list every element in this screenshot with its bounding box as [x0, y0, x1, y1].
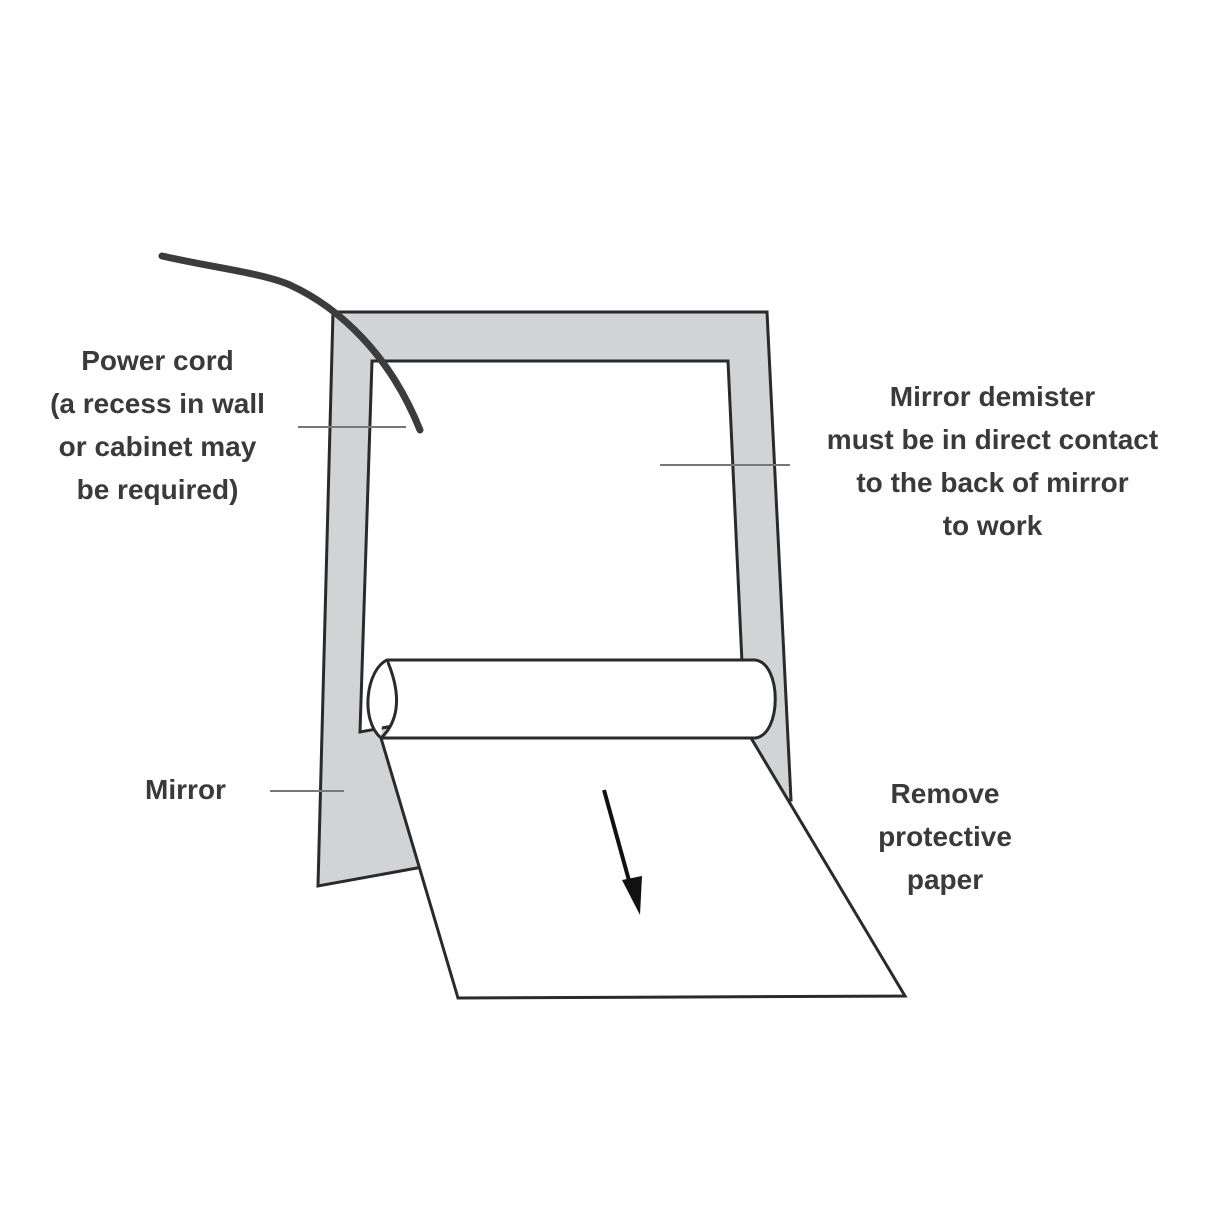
power-cord-label-line: (a recess in wall: [50, 388, 265, 419]
mirror-demister-label-line: Mirror demister: [889, 381, 1096, 412]
remove-paper-label-line: Remove: [890, 778, 1000, 809]
paper-roll-end-curl: [366, 658, 388, 740]
pull-direction-arrow-shaft: [602, 789, 635, 896]
power-cord-label-line: be required): [76, 474, 239, 505]
mirror-demister-label-line: to the back of mirror: [856, 467, 1129, 498]
remove-paper-label: Remove protective paper: [840, 772, 1050, 901]
power-cord-label-line: or cabinet may: [58, 431, 257, 462]
mirror-demister-label-line: must be in direct contact: [826, 424, 1159, 455]
power-cord: [158, 252, 424, 434]
remove-paper-label-line: paper: [906, 864, 984, 895]
paper-roll: [379, 658, 777, 740]
remove-paper-label-line: protective: [878, 821, 1012, 852]
mirror-demister-label: Mirror demister must be in direct contac…: [795, 375, 1190, 547]
pull-direction-arrow-icon: [622, 876, 642, 915]
mirror-demister-label-line: to work: [942, 510, 1043, 541]
mirror-label: Mirror: [118, 768, 253, 811]
power-cord-label: Power cord (a recess in wall or cabinet …: [20, 339, 295, 511]
mirror-label-line: Mirror: [145, 774, 226, 805]
protective-paper-sheet: [378, 736, 908, 1000]
power-cord-label-line: Power cord: [81, 345, 234, 376]
